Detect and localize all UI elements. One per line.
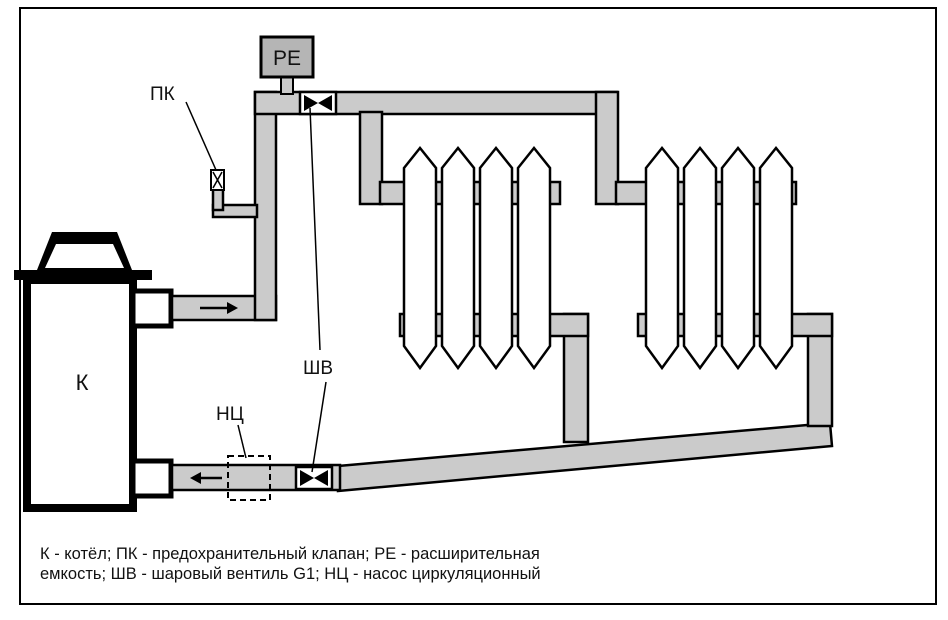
leader-ball-valve-bottom (311, 381, 327, 473)
leader-pump (237, 424, 247, 459)
expansion-tank-label: РЕ (273, 47, 301, 70)
flow-arrow-return (190, 472, 222, 484)
frame (19, 7, 937, 605)
boiler (14, 232, 174, 512)
supply-drop-2 (594, 90, 620, 206)
radiator-2 (644, 145, 794, 371)
safety-branch-stub (211, 186, 225, 212)
ball-valve-bottom (294, 465, 334, 491)
ball-valve-top (298, 90, 338, 116)
ball-valve-label: ШВ (303, 358, 333, 379)
legend-line-1: К - котёл; ПК - предохранительный клапан… (40, 545, 540, 563)
leader-ball-valve-top (309, 107, 321, 351)
safety-valve-label: ПК (150, 84, 175, 105)
pump-outline (227, 455, 271, 501)
supply-drop-1 (358, 110, 384, 206)
radiator-1 (402, 145, 552, 371)
leader-safety-valve (185, 101, 217, 171)
legend-line-2: емкость; ШВ - шаровый вентиль G1; НЦ - н… (40, 565, 541, 583)
boiler-label: К (76, 370, 89, 395)
pump-label: НЦ (216, 404, 244, 425)
expansion-tank (259, 35, 315, 79)
legend: К - котёл; ПК - предохранительный клапан… (40, 544, 920, 584)
safety-valve (210, 169, 225, 191)
flow-arrow-supply (200, 302, 238, 314)
